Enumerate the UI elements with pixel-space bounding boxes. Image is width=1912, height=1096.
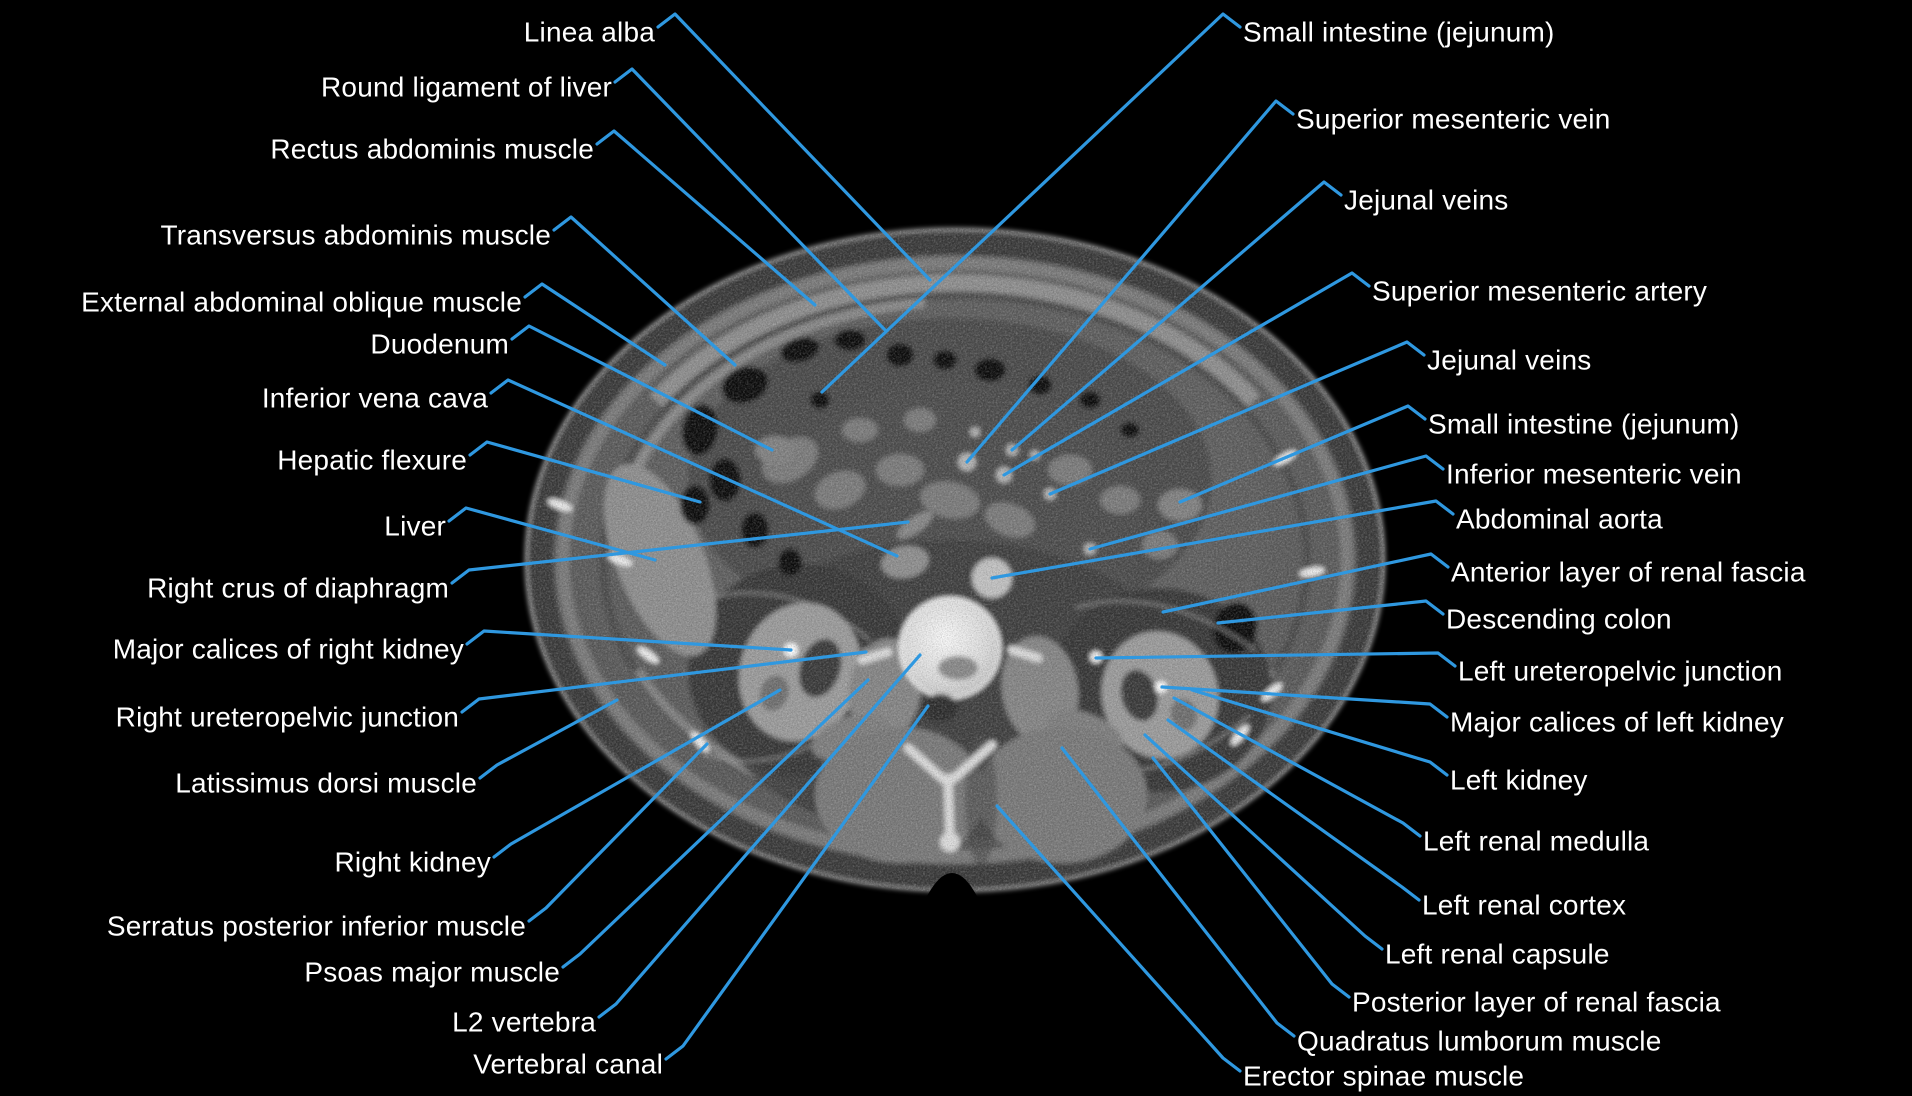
leader-line bbox=[1002, 271, 1371, 477]
anatomy-label: Right kidney bbox=[334, 846, 491, 878]
leader-line bbox=[656, 12, 932, 282]
leader-line bbox=[489, 378, 899, 558]
anatomy-label: Right crus of diaphragm bbox=[147, 572, 449, 604]
anatomy-label: Small intestine (jejunum) bbox=[1428, 408, 1740, 440]
leader-line bbox=[597, 653, 922, 1019]
leader-line bbox=[510, 324, 774, 452]
anatomy-label: Left kidney bbox=[1450, 764, 1588, 796]
leader-line bbox=[1048, 340, 1426, 496]
anatomy-label: Superior mesenteric vein bbox=[1296, 103, 1611, 135]
anatomy-label: Duodenum bbox=[370, 328, 509, 360]
leader-line bbox=[561, 678, 870, 969]
anatomy-label: Major calices of left kidney bbox=[1450, 706, 1784, 738]
leader-line bbox=[523, 282, 667, 367]
leader-line bbox=[1010, 180, 1343, 452]
leader-line bbox=[1060, 746, 1296, 1038]
anatomy-label: Left ureteropelvic junction bbox=[1458, 655, 1783, 687]
leader-line bbox=[995, 804, 1242, 1073]
anatomy-label: Erector spinae muscle bbox=[1243, 1060, 1525, 1092]
leader-line bbox=[990, 499, 1455, 580]
leader-lines bbox=[447, 12, 1457, 1073]
leader-line bbox=[595, 129, 817, 307]
anatomy-label: Inferior mesenteric vein bbox=[1446, 458, 1742, 490]
leader-line bbox=[1088, 454, 1445, 551]
anatomy-label: Transversus abdominis muscle bbox=[160, 219, 551, 251]
anatomy-label: Anterior layer of renal fascia bbox=[1451, 556, 1806, 588]
anatomy-label: Jejunal veins bbox=[1427, 344, 1592, 376]
anatomy-label: External abdominal oblique muscle bbox=[81, 286, 522, 318]
anatomy-label: Inferior vena cava bbox=[261, 382, 488, 414]
anatomy-label: Major calices of right kidney bbox=[112, 633, 464, 665]
anatomy-label: L2 vertebra bbox=[452, 1006, 596, 1038]
leader-line bbox=[1094, 651, 1457, 668]
leader-line bbox=[1166, 718, 1421, 902]
anatomy-label: Posterior layer of renal fascia bbox=[1352, 986, 1721, 1018]
leader-line bbox=[965, 99, 1295, 464]
anatomy-label: Linea alba bbox=[523, 16, 655, 48]
anatomy-label: Rectus abdominis muscle bbox=[270, 133, 594, 165]
anatomy-label: Psoas major muscle bbox=[304, 956, 560, 988]
leader-line bbox=[664, 704, 930, 1061]
anatomy-label: Left renal capsule bbox=[1385, 938, 1610, 970]
leader-line bbox=[1161, 552, 1450, 614]
anatomy-label: Left renal medulla bbox=[1423, 825, 1650, 857]
leader-line bbox=[1216, 599, 1445, 625]
anatomy-label: Small intestine (jejunum) bbox=[1243, 16, 1555, 48]
anatomy-label: Serratus posterior inferior muscle bbox=[106, 910, 526, 942]
anatomy-label: Right ureteropelvic junction bbox=[115, 701, 459, 733]
anatomy-label: Jejunal veins bbox=[1344, 184, 1509, 216]
leader-line bbox=[1151, 756, 1351, 999]
leader-line bbox=[613, 67, 887, 332]
leader-line bbox=[478, 698, 619, 780]
anatomy-label: Descending colon bbox=[1446, 603, 1672, 635]
anatomy-label: Abdominal aorta bbox=[1456, 503, 1663, 535]
leader-line bbox=[820, 12, 1242, 394]
leader-line bbox=[447, 506, 657, 562]
leader-line bbox=[492, 688, 782, 859]
leader-line bbox=[1190, 688, 1449, 777]
anatomy-label: Latissimus dorsi muscle bbox=[175, 767, 477, 799]
leader-line bbox=[450, 520, 910, 585]
leader-line bbox=[552, 215, 737, 367]
anatomy-label: Vertebral canal bbox=[473, 1048, 663, 1080]
leader-line bbox=[1160, 685, 1449, 719]
leader-line bbox=[527, 742, 709, 923]
anatomy-label: Superior mesenteric artery bbox=[1372, 275, 1708, 307]
back-cleft bbox=[925, 873, 979, 900]
leader-line bbox=[1143, 733, 1384, 951]
leader-line bbox=[460, 650, 868, 714]
leader-line bbox=[1178, 404, 1427, 504]
anatomy-label: Hepatic flexure bbox=[277, 444, 467, 476]
anatomy-label: Round ligament of liver bbox=[321, 71, 612, 103]
anatomy-label: Quadratus lumborum muscle bbox=[1297, 1025, 1662, 1057]
anatomy-label: Left renal cortex bbox=[1422, 889, 1627, 921]
leader-line bbox=[465, 629, 793, 652]
anatomy-label: Liver bbox=[384, 510, 446, 542]
leader-line bbox=[468, 440, 702, 504]
leader-line bbox=[1172, 696, 1422, 838]
